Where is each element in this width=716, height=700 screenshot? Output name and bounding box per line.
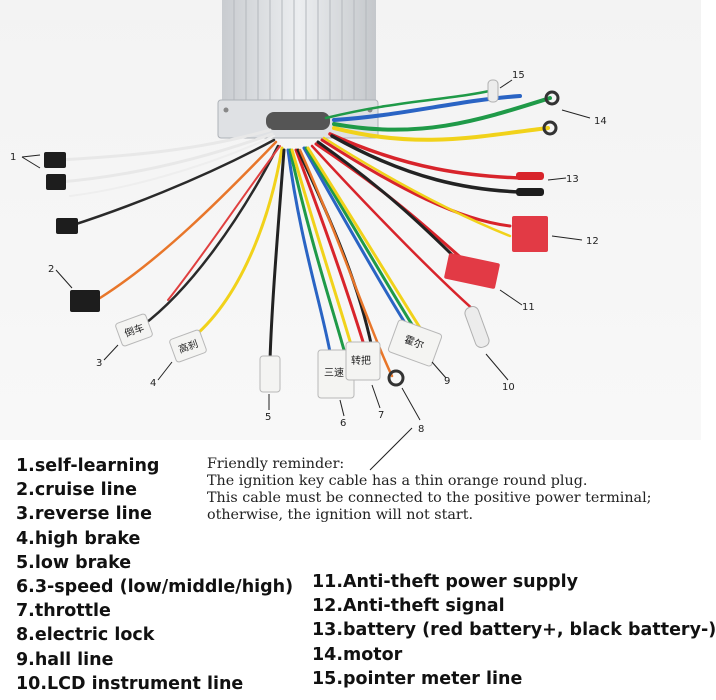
legend-item-anti-theft-signal: 12.Anti-theft signal xyxy=(312,596,505,617)
legend-item-low-brake: 5.low brake xyxy=(16,552,132,573)
callout-14: 14 xyxy=(594,116,607,127)
legend-item-lcd-instrument-line: 10.LCD instrument line xyxy=(16,673,244,694)
connector-high-brake: 高刹 xyxy=(169,329,207,363)
legend-item-self-learning: 1.self-learning xyxy=(16,456,160,476)
legend-item-anti-theft-power: 11.Anti-theft power supply xyxy=(312,572,579,592)
connector-lcd xyxy=(464,306,490,348)
legend-item-battery: 13.battery (red battery+, black battery-… xyxy=(312,620,716,641)
connector-cruise xyxy=(56,218,78,234)
callout-4: 4 xyxy=(150,378,156,389)
connector-hall: 霍尔 xyxy=(387,319,443,367)
callout-10: 10 xyxy=(502,382,515,393)
callout-11: 11 xyxy=(522,302,535,313)
callout-9: 9 xyxy=(444,376,450,387)
connector-anti-theft-signal xyxy=(512,216,548,252)
legend-item-pointer-meter-line: 15.pointer meter line xyxy=(312,668,523,689)
legend-item-electric-lock: 8.electric lock xyxy=(16,625,155,646)
connector-cruise-2 xyxy=(70,290,100,312)
callout-7: 7 xyxy=(378,410,384,421)
legend-item-motor: 14.motor xyxy=(312,644,403,665)
friendly-reminder: Friendly reminder: The ignition key cabl… xyxy=(207,456,697,524)
callout-arrows xyxy=(21,79,591,471)
legend-right-column: 11.Anti-theft power supply 12.Anti-theft… xyxy=(312,570,716,691)
motor-ring-terminals xyxy=(542,90,560,136)
connector-low-brake xyxy=(259,355,281,393)
reminder-line: This cable must be connected to the posi… xyxy=(207,490,652,506)
legend-item-throttle: 7.throttle xyxy=(16,601,111,622)
callout-8: 8 xyxy=(418,424,424,435)
controller-box xyxy=(217,0,379,139)
callout-15: 15 xyxy=(512,70,525,81)
legend-item-cruise-line: 2.cruise line xyxy=(16,480,137,501)
connector-throttle: 转把 xyxy=(345,341,381,381)
legend-item-reverse-line: 3.reverse line xyxy=(16,504,152,525)
callout-1: 1 xyxy=(10,152,16,163)
legend-item-hall-line: 9.hall line xyxy=(16,649,114,670)
callout-2: 2 xyxy=(48,264,54,275)
callout-3: 3 xyxy=(96,358,102,369)
connector-speed: 三速 xyxy=(317,349,355,399)
callout-5: 5 xyxy=(265,412,271,423)
connector-reverse: 倒车 xyxy=(115,313,153,347)
legend-left-column: 1.self-learning 2.cruise line 3.reverse … xyxy=(16,454,311,696)
connector-label-speed: 三速 xyxy=(324,367,344,379)
connector-self-learning xyxy=(44,152,66,190)
controller-wiring-photo: 倒车 高刹 三速 转把 霍尔 xyxy=(0,0,701,471)
connector-anti-theft-power xyxy=(444,253,500,289)
callout-12: 12 xyxy=(586,236,599,247)
reminder-line: The ignition key cable has a thin orange… xyxy=(207,473,588,489)
connector-pointer-meter xyxy=(487,79,499,103)
legend-item-3-speed: 6.3-speed (low/middle/high) xyxy=(16,577,294,598)
reminder-line: otherwise, the ignition will not start. xyxy=(207,507,474,523)
reminder-title: Friendly reminder: xyxy=(207,456,345,472)
battery-terminals xyxy=(516,172,544,196)
connector-electric-lock-ring xyxy=(387,369,405,387)
connector-label-throttle: 转把 xyxy=(351,354,371,367)
callout-6: 6 xyxy=(340,418,346,429)
legend-item-high-brake: 4.high brake xyxy=(16,528,141,549)
callout-13: 13 xyxy=(566,174,579,185)
